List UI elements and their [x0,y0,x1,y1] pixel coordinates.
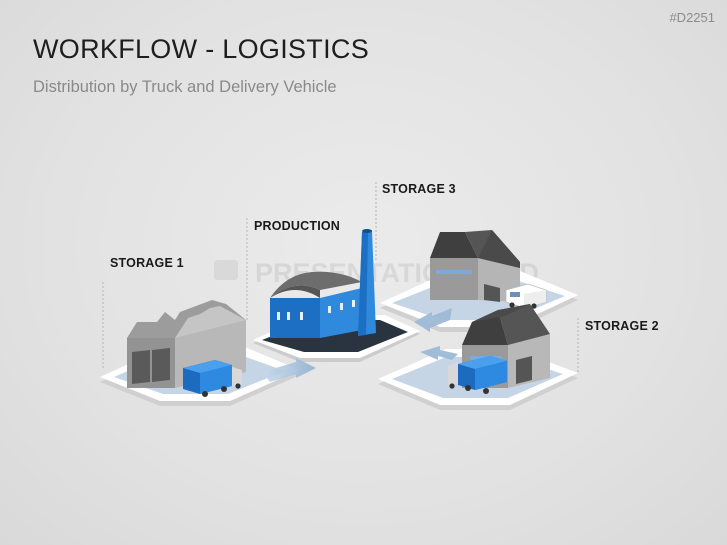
watermark-logo-icon [214,260,238,280]
label-storage-2: STORAGE 2 [585,319,659,333]
storage-1-truck-icon [183,360,242,397]
label-storage-3: STORAGE 3 [382,182,456,196]
storage-3-door [484,284,500,302]
storage-2-roof-side [462,310,508,345]
storage-2-roof [498,304,550,345]
storage-1-door-2 [152,348,170,382]
storage-3-van-icon [505,283,547,309]
storage-2-door [516,356,532,384]
storage-2-truck-icon [448,356,507,394]
page-subtitle: Distribution by Truck and Delivery Vehic… [33,78,337,96]
production-hall-roof [270,271,362,298]
storage-2-node [378,304,578,410]
storage-1-node [100,300,300,406]
storage-3-roof-side [430,232,478,258]
label-production: PRODUCTION [254,219,340,233]
label-storage-1: STORAGE 1 [110,256,184,270]
production-hall-side [270,298,320,338]
storage-3-side-wall [430,258,478,300]
page-title: WORKFLOW - LOGISTICS [33,34,370,64]
flow-arrow-storage-2-to-production [420,346,458,360]
flow-arrows [262,308,458,382]
flow-arrow-storage-3-to-production [414,308,452,332]
storage-1-door-1 [132,350,150,384]
leader-lines [102,182,579,372]
slide-code: #D2251 [669,10,715,25]
storage-3-windows [436,270,472,274]
production-node [253,229,420,362]
production-hall-front [320,288,362,338]
flow-arrow-storage-1-to-production [262,358,316,382]
